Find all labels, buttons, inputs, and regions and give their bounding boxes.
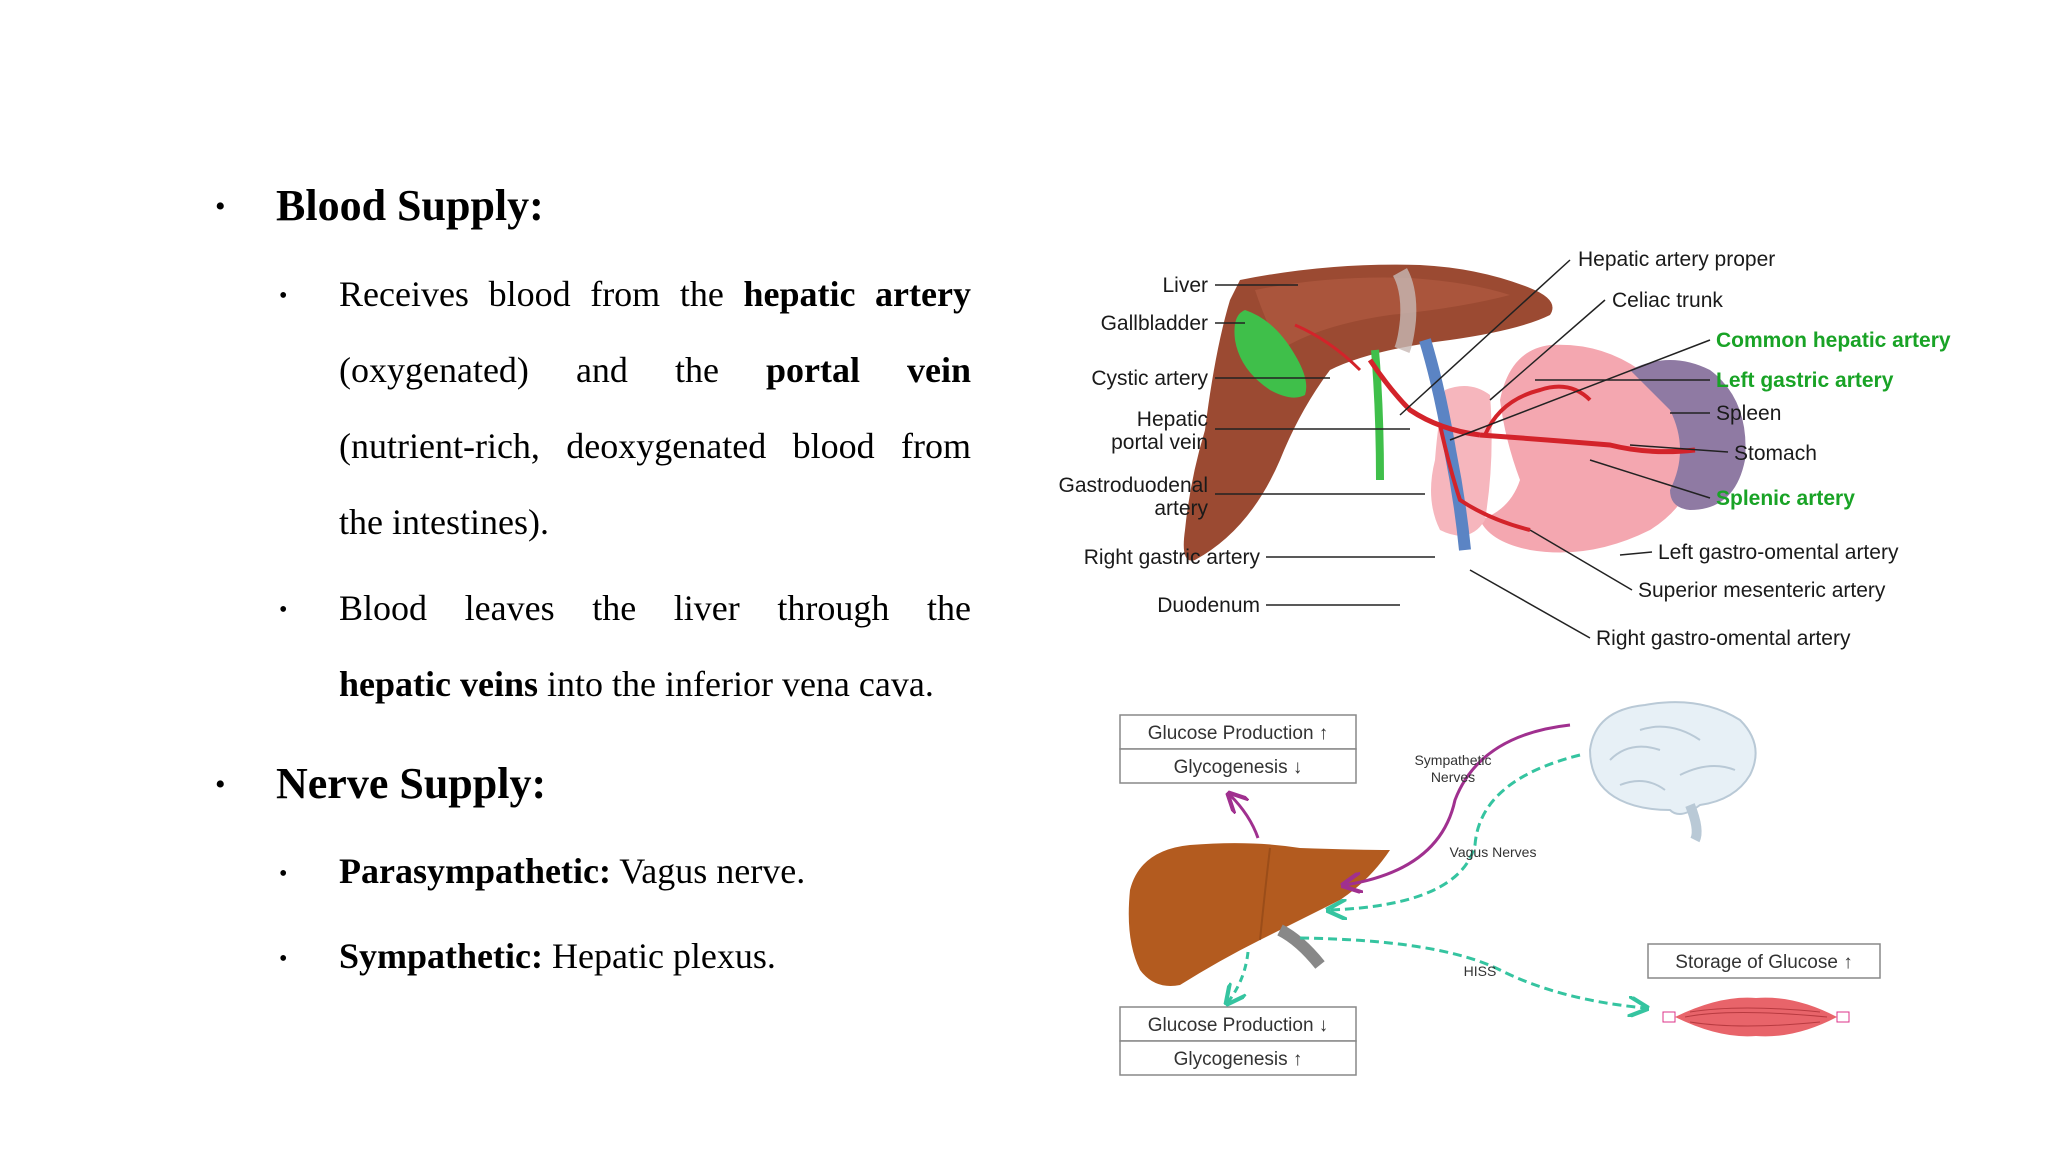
glycogenesis-down-box [1119,748,1357,784]
bottom-box-line1: Glucose Production ↓ [1148,1015,1329,1036]
receives-blood-paragraph: Receives blood from the hepatic artery (… [339,256,971,560]
label-celiac-trunk: Celiac trunk [1612,289,1723,312]
splenic-artery [1479,432,1696,455]
paragraph-line-4: the intestines). [339,502,549,542]
bullet-nerve-supply: • [215,768,226,801]
bullet-sympathetic: • [279,946,288,972]
paragraph-line-2: hepatic veins into the inferior vena cav… [339,646,971,722]
label-spleen: Spleen [1716,402,1781,425]
glucose-production-down-box [1119,1006,1357,1042]
label-splenic-artery: Splenic artery [1716,487,1855,510]
label-common-hepatic-artery: Common hepatic artery [1716,329,1951,352]
label-duodenum: Duodenum [1157,594,1260,617]
parasympathetic-item: Parasympathetic: Vagus nerve. [339,850,805,892]
label-liver: Liver [1162,274,1208,297]
label-stomach: Stomach [1734,442,1817,465]
liver-blood-supply-diagram: Liver Gallbladder Cystic artery Hepatic … [1059,248,1951,650]
bullet-leaves: • [279,597,288,623]
label-hepatic-portal-2: portal vein [1111,431,1208,454]
storage-box-text: Storage of Glucose ↑ [1675,952,1852,973]
brain-icon [1588,701,1757,843]
top-box-line1: Glucose Production ↑ [1148,723,1329,744]
paragraph-line-1: Blood leaves the liver through the [339,588,971,628]
portal-vein [1419,338,1471,551]
top-box-line2: Glycogenesis ↓ [1174,757,1303,778]
label-left-gastric-artery: Left gastric artery [1716,369,1894,392]
sympathetic-label-2: Nerves [1431,769,1475,785]
storage-of-glucose-box [1647,943,1881,979]
vagus-nerves-label: Vagus Nerves [1450,844,1537,860]
vagus-nerve-arrow [1330,753,1581,910]
label-left-gastro-omental-artery: Left gastro-omental artery [1658,541,1899,564]
blood-supply-heading: Blood Supply: [276,181,544,230]
sympathetic-arrow-up [1230,795,1260,839]
nerve-liver-vessel [1277,924,1325,969]
sympathetic-item: Sympathetic: Hepatic plexus. [339,935,776,977]
nerve-supply-heading: Nerve Supply: [276,759,547,808]
glycogenesis-up-box [1119,1040,1357,1076]
label-gastroduodenal-1: Gastroduodenal [1059,474,1208,497]
paragraph-line-2: (oxygenated) and the portal vein [339,332,971,408]
spleen-shape [1630,360,1746,510]
nerve-liver-lobe-line [1259,847,1271,941]
sympathetic-nerve-arrow [1345,723,1571,885]
portal-vein-term: portal vein [765,350,971,390]
nerve-liver-shape [1128,843,1390,986]
hiss-arrow [1299,936,1645,1008]
parasympathetic-arrow-down [1228,951,1250,1002]
leader-lines [1215,259,1729,639]
parasympathetic-label: Parasympathetic: [339,851,611,891]
text-run: (oxygenated) and the [339,350,766,390]
bile-duct [1371,349,1384,481]
glucose-production-up-box [1119,714,1357,750]
bullet-receives: • [279,283,288,309]
sympathetic-label-1: Sympathetic [1414,752,1491,768]
label-hepatic-portal-1: Hepatic [1137,408,1208,431]
bullet-blood-supply: • [215,190,226,223]
hepatic-artery [1367,358,1481,438]
sympathetic-label: Sympathetic: [339,936,543,976]
bottom-box-line2: Glycogenesis ↑ [1174,1049,1303,1070]
leaves-blood-paragraph: Blood leaves the liver through the hepat… [339,570,971,722]
paragraph-line-3: (nutrient-rich, deoxygenated blood from [339,426,971,466]
label-superior-mesenteric-artery: Superior mesenteric artery [1638,579,1886,602]
gallbladder-shape [1234,310,1307,398]
liver-highlight [1255,277,1510,350]
label-hepatic-artery-proper: Hepatic artery proper [1578,248,1775,271]
stomach-shape [1480,344,1696,553]
sympathetic-text: Hepatic plexus. [542,936,776,976]
label-gallbladder: Gallbladder [1101,312,1208,335]
hepatic-veins-term: hepatic veins [339,664,539,704]
muscle-icon [1662,997,1850,1037]
gastric-artery [1483,384,1592,436]
text-run: into the inferior vena cava. [538,664,934,704]
hepatic-artery-term: hepatic artery [743,274,971,314]
parasympathetic-text: Vagus nerve. [610,851,806,891]
label-right-gastric-artery: Right gastric artery [1084,546,1261,569]
falciform-ligament [1392,268,1417,353]
label-right-gastro-omental-artery: Right gastro-omental artery [1596,627,1851,650]
paragraph-line-1: Receives blood from the hepatic artery [339,256,971,332]
text-run: Receives blood from the [339,274,744,314]
bullet-parasympathetic: • [279,861,288,887]
liver-nerve-diagram: Glucose Production ↑ Glycogenesis ↓ Gluc… [1119,701,1881,1076]
cystic-artery [1294,323,1362,372]
hiss-label: HISS [1464,963,1497,979]
label-cystic-artery: Cystic artery [1091,367,1208,390]
gastroduodenal-artery [1438,424,1531,532]
label-gastroduodenal-2: artery [1154,497,1208,520]
